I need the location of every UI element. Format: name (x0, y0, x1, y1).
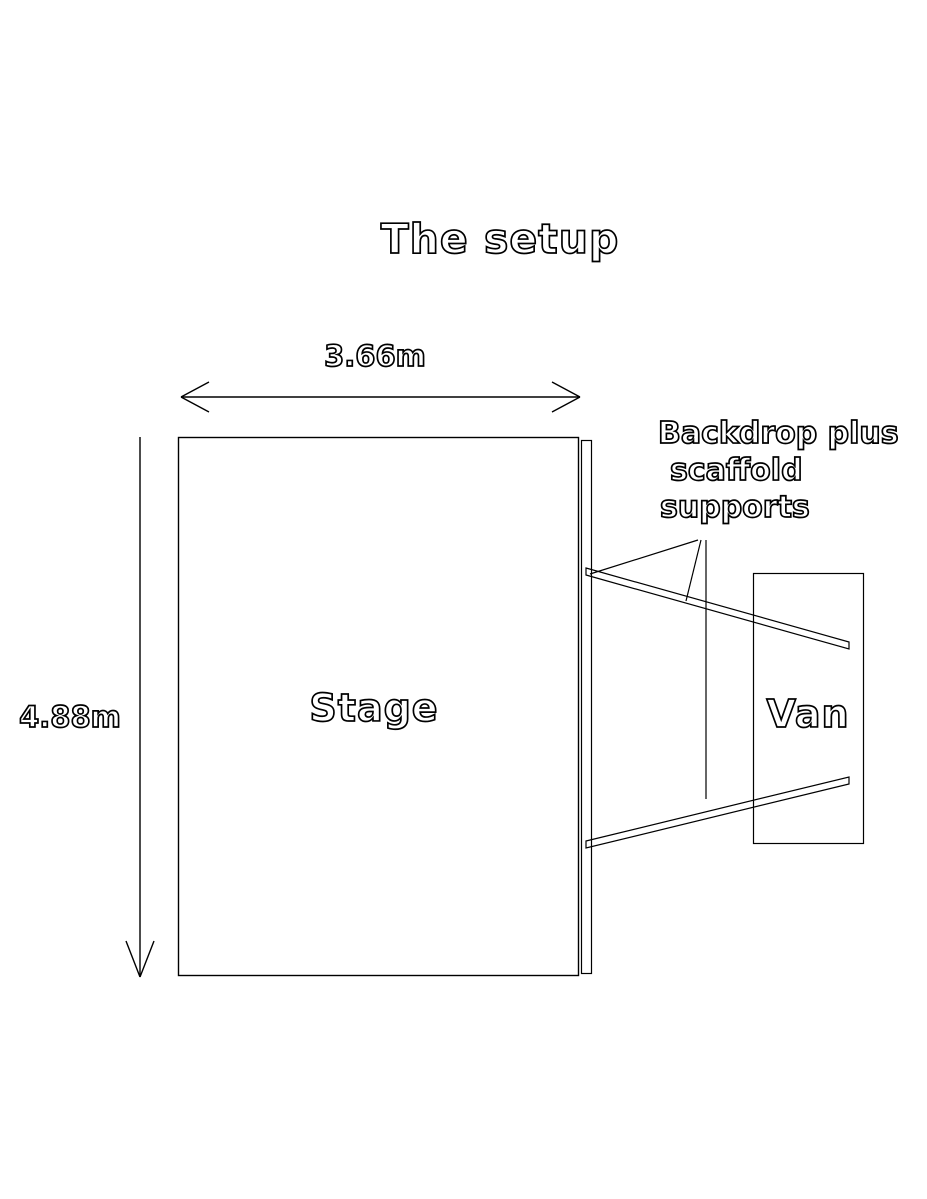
stage-height-label: 4.88m (18, 699, 121, 735)
diagram-title: The setup (380, 214, 620, 264)
backdrop-rect (580, 439, 593, 975)
height-dimension-arrow (125, 437, 155, 978)
backdrop-note-line1: Backdrop plus (657, 415, 899, 452)
backdrop-note-line2: scaffold (669, 452, 803, 489)
scaffold-support-bottom (585, 776, 850, 849)
backdrop-note: Backdrop plus scaffold supports (657, 415, 899, 527)
width-dimension-arrow (180, 381, 581, 413)
backdrop-note-line3: supports (659, 489, 810, 526)
stage-rect (177, 436, 580, 977)
stage-label: Stage (309, 685, 439, 731)
van-label: Van (766, 691, 850, 737)
van-rect (752, 572, 865, 845)
stage-width-label: 3.66m (323, 338, 426, 374)
note-leader-lines (589, 539, 707, 799)
scaffold-support-top (585, 567, 850, 650)
